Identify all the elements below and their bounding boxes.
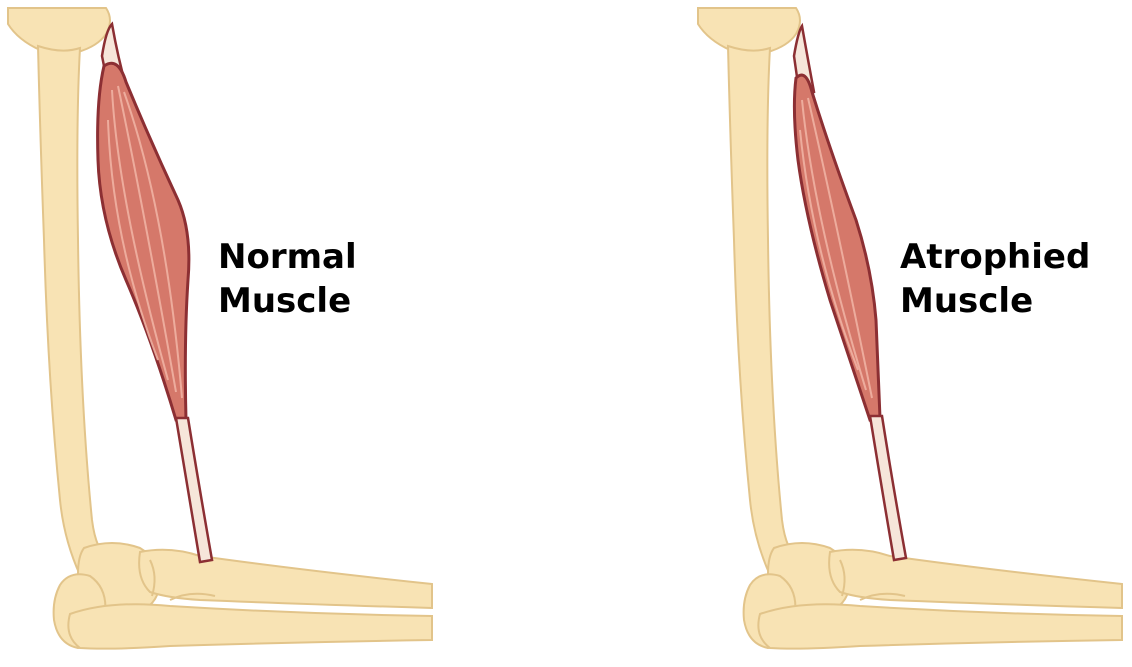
atrophied-lower-tendon	[868, 414, 908, 562]
normal-muscle-label: Normal Muscle	[218, 235, 357, 323]
atrophied-muscle-label: Atrophied Muscle	[900, 235, 1090, 323]
normal-muscle-belly	[96, 61, 191, 422]
normal-arm-bones	[7, 7, 433, 650]
atrophied-label-line1: Atrophied	[900, 237, 1091, 277]
normal-lower-tendon	[174, 416, 214, 564]
atrophied-muscle-belly	[792, 73, 882, 422]
atrophied-muscle-fibers	[799, 97, 873, 399]
atrophied-label-line2: Muscle	[900, 281, 1034, 321]
atrophied-arm-illustration	[697, 7, 1123, 650]
normal-arm-illustration	[7, 7, 433, 650]
atrophied-arm-bones	[697, 7, 1123, 650]
normal-label-line2: Muscle	[218, 281, 352, 321]
normal-muscle-fibers	[107, 85, 183, 399]
normal-label-line1: Normal	[218, 237, 357, 277]
